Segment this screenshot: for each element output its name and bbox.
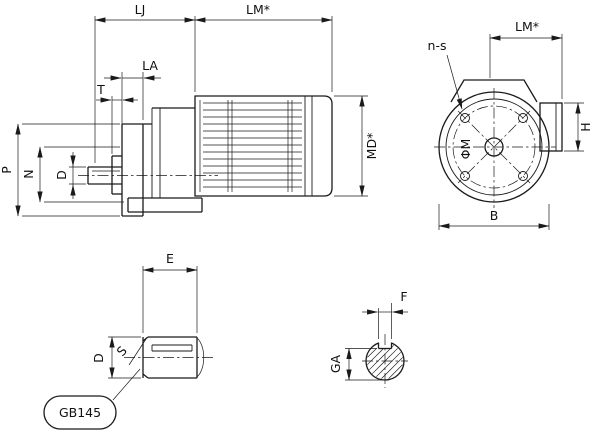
- chamfer-callout-s: S: [113, 338, 147, 366]
- dim-d-shaft: D: [91, 336, 141, 379]
- dim-t: T: [96, 82, 138, 154]
- front-view: n-s LM* H ΦM B: [428, 19, 593, 230]
- dim-label-la: LA: [142, 58, 158, 73]
- dim-label-p: P: [0, 166, 14, 174]
- dim-ns: n-s: [428, 38, 463, 110]
- dim-lm-side: LM*: [194, 2, 333, 92]
- front-view-centerlines: [434, 88, 556, 208]
- dim-label-e: E: [166, 251, 174, 266]
- dim-label-f: F: [400, 289, 407, 304]
- shaft-outline: [124, 336, 214, 379]
- gb145-balloon: [43, 395, 117, 430]
- dim-label-ns: n-s: [428, 38, 447, 53]
- dim-label-lm-side: LM*: [246, 2, 270, 17]
- dim-la: LA: [104, 58, 161, 124]
- bolt-hole: [518, 171, 528, 181]
- dim-label-lj: LJ: [135, 2, 146, 17]
- bolt-hole: [518, 113, 528, 123]
- gb145-label: GB145: [59, 405, 101, 420]
- terminal-box: [539, 102, 563, 152]
- dim-ga: GA: [328, 347, 383, 381]
- dim-label-n: N: [21, 169, 36, 178]
- dim-label-d-shaft: D: [91, 353, 106, 363]
- dim-d-side: D: [54, 152, 86, 199]
- dim-label-md: MD*: [364, 133, 379, 160]
- gb145-callout: GB145: [43, 368, 141, 430]
- keyway-centerlines: [362, 334, 408, 388]
- shaft-end-detail: E D S GB145: [43, 251, 214, 430]
- dim-label-d-side: D: [54, 170, 69, 180]
- dim-lj: LJ: [94, 2, 196, 163]
- dim-label-s: S: [113, 343, 130, 359]
- dim-phi-m: ΦM: [458, 139, 473, 160]
- dim-b: B: [438, 204, 550, 230]
- dim-label-lm-front: LM*: [515, 19, 539, 34]
- bolt-hole: [460, 171, 470, 181]
- dim-h: H: [564, 102, 593, 152]
- dim-label-t: T: [96, 82, 105, 97]
- dim-lm-front: LM*: [489, 19, 563, 99]
- dim-label-ga: GA: [328, 354, 343, 373]
- side-view-outline: [87, 95, 333, 217]
- dim-md: MD*: [334, 95, 379, 197]
- dim-f: F: [362, 289, 408, 339]
- keyway-section: F GA: [328, 289, 408, 388]
- dim-label-h: H: [578, 122, 593, 131]
- dim-p: P: [0, 123, 120, 217]
- bolt-hole: [460, 113, 470, 123]
- dim-label-b: B: [490, 208, 499, 223]
- dim-label-phi-m: ΦM: [458, 139, 473, 160]
- side-view: LJ LM* LA T P: [0, 2, 379, 217]
- dim-e: E: [142, 251, 198, 333]
- dim-n: N: [21, 146, 124, 203]
